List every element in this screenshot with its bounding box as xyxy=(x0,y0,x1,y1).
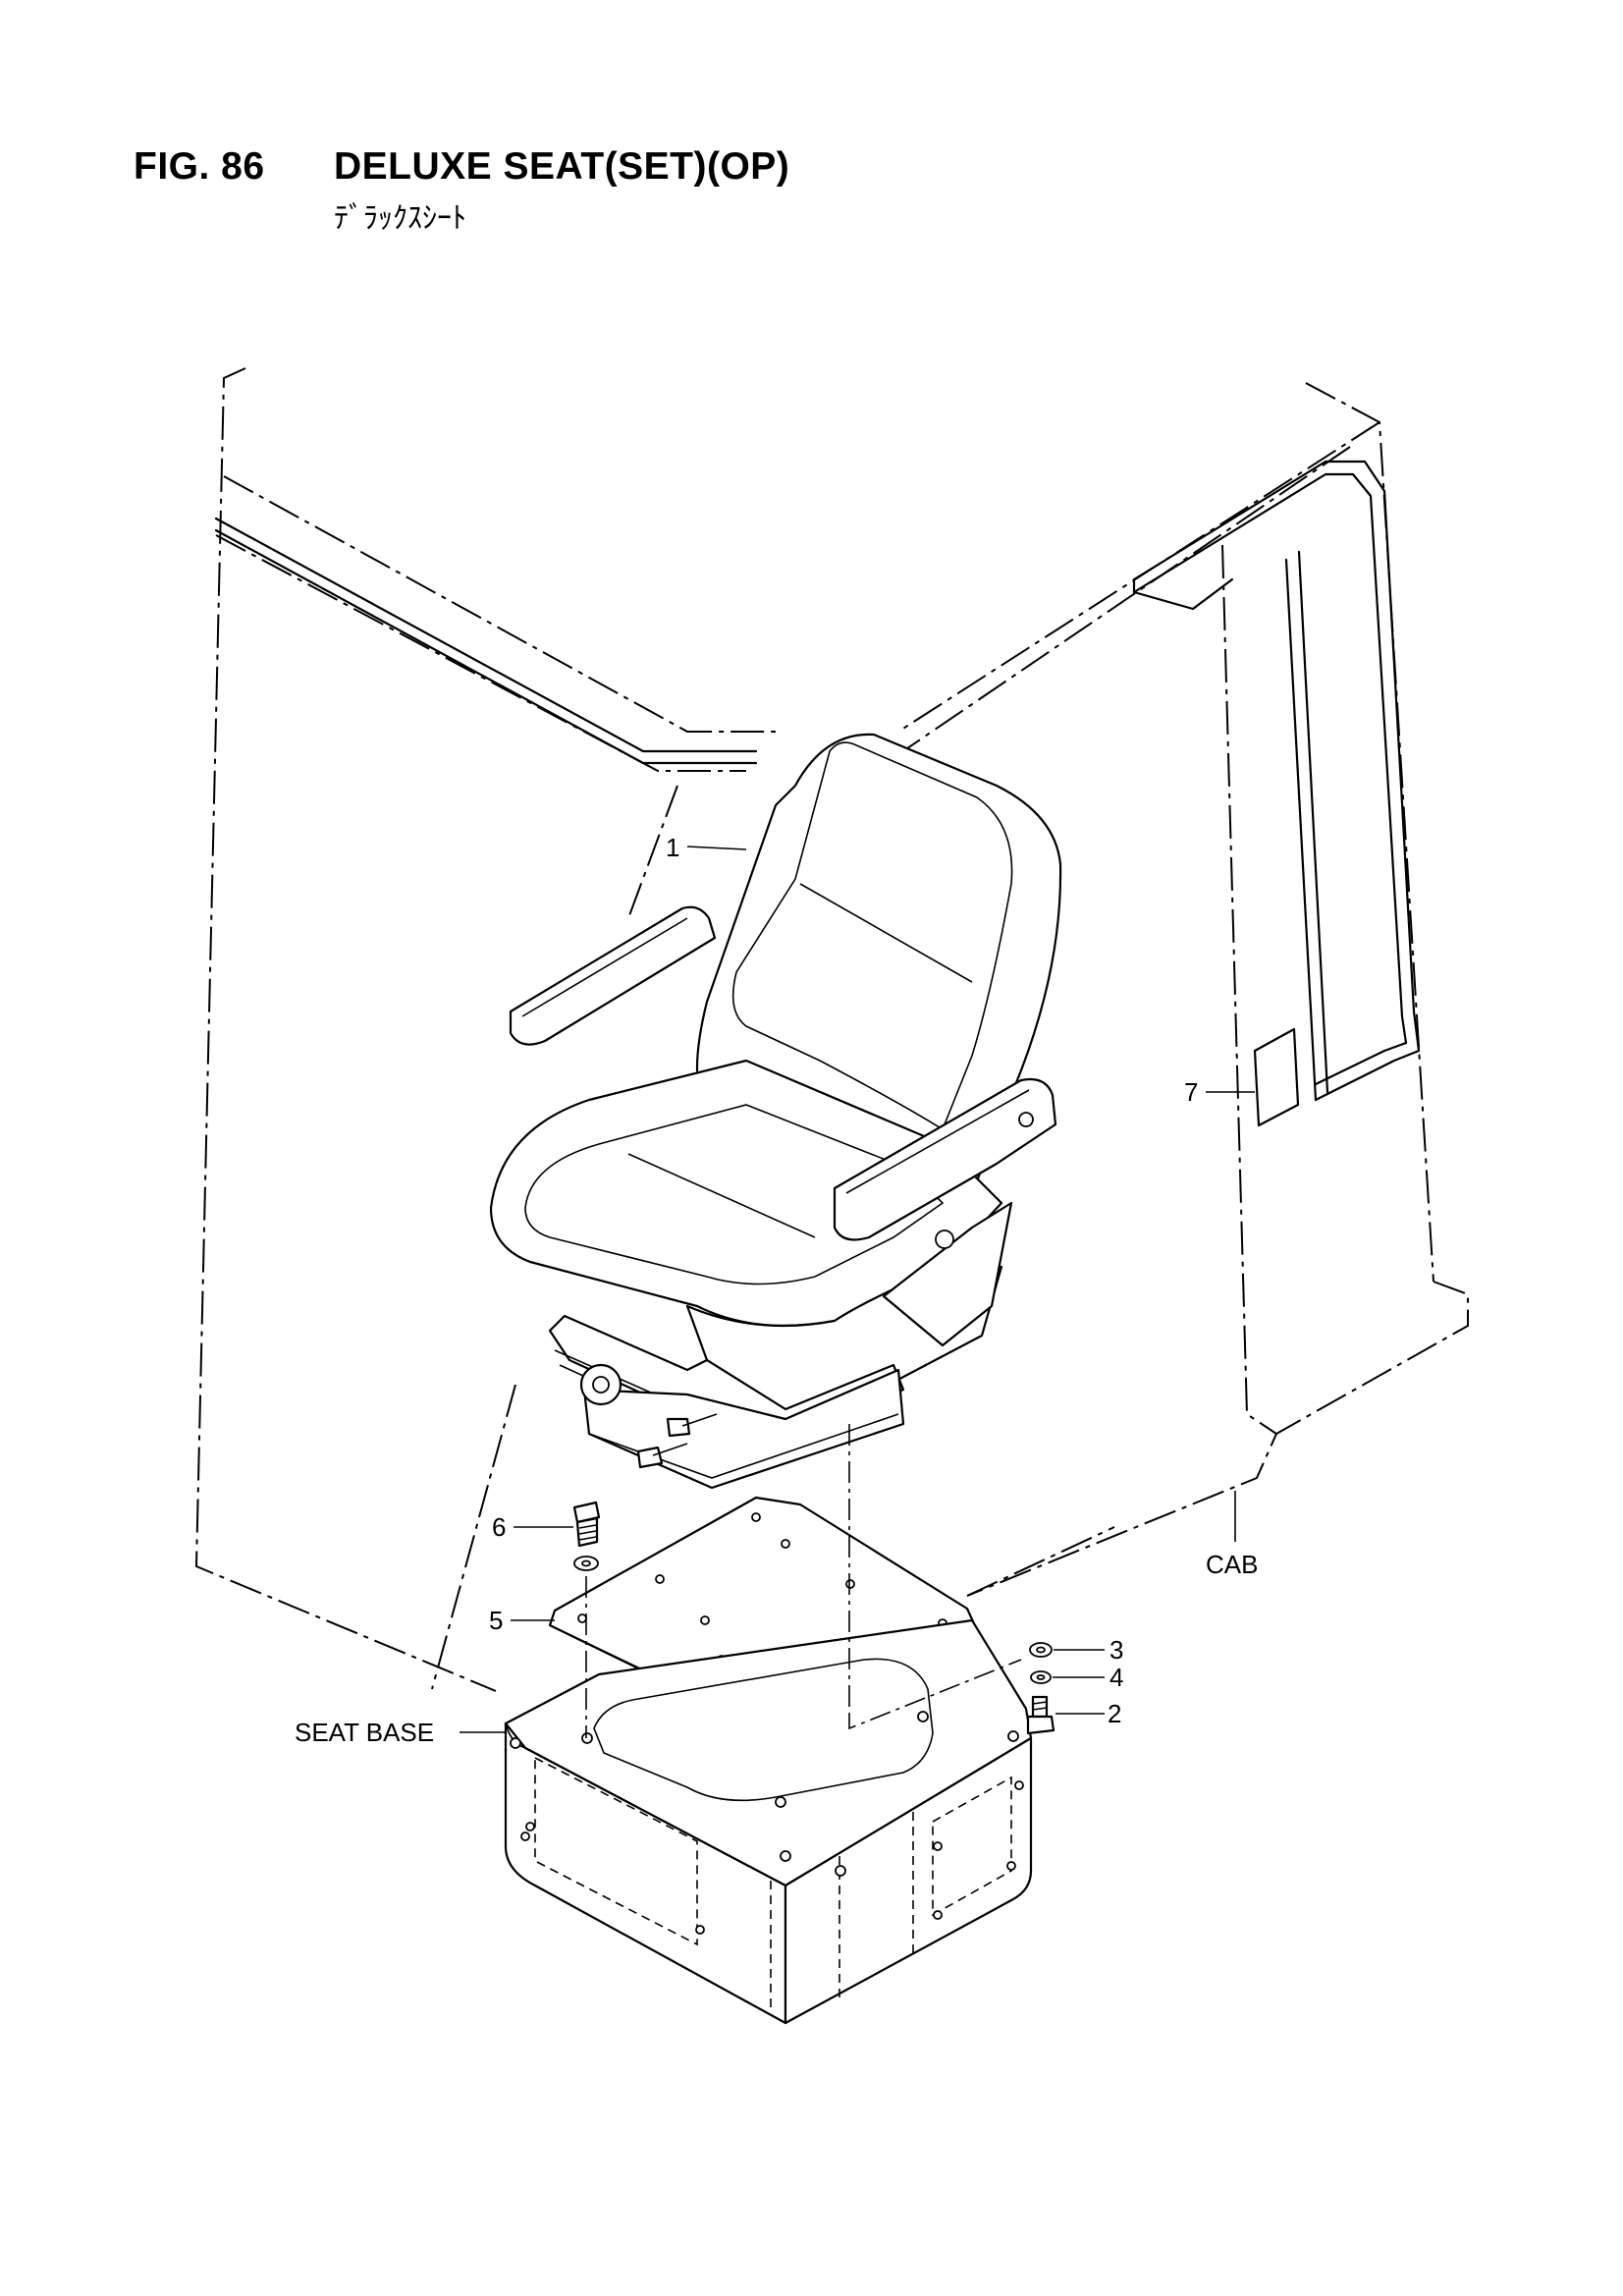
cab-label: CAB xyxy=(1206,1550,1258,1579)
part-2-bolt xyxy=(1026,1695,1055,1735)
assembly-centerlines xyxy=(585,1424,1022,1738)
figure-number: FIG. 86 xyxy=(134,145,265,188)
part-1-deluxe-seat xyxy=(489,733,1062,1490)
callout-3: 3 xyxy=(1109,1635,1123,1665)
callout-7: 7 xyxy=(1184,1077,1198,1107)
seat-base-label: SEAT BASE xyxy=(295,1718,434,1747)
callout-5: 5 xyxy=(489,1606,503,1635)
part-6-bolt xyxy=(572,1501,601,1571)
callout-4: 4 xyxy=(1109,1663,1123,1692)
figure-title: DELUXE SEAT(SET)(OP) xyxy=(334,145,790,188)
callout-6: 6 xyxy=(492,1512,506,1542)
cab-handrails xyxy=(214,460,1421,1102)
leader-lines xyxy=(460,846,1255,1733)
part-7-label-plate xyxy=(1253,1027,1300,1127)
callout-1: 1 xyxy=(666,833,679,862)
callout-2: 2 xyxy=(1108,1699,1121,1728)
part-4-spring-washer xyxy=(1030,1670,1052,1684)
seat-base xyxy=(504,1618,1033,2025)
figure-subtitle: ﾃﾞﾗｯｸｽｼｰﾄ xyxy=(334,202,466,235)
part-3-washer xyxy=(1029,1642,1053,1658)
